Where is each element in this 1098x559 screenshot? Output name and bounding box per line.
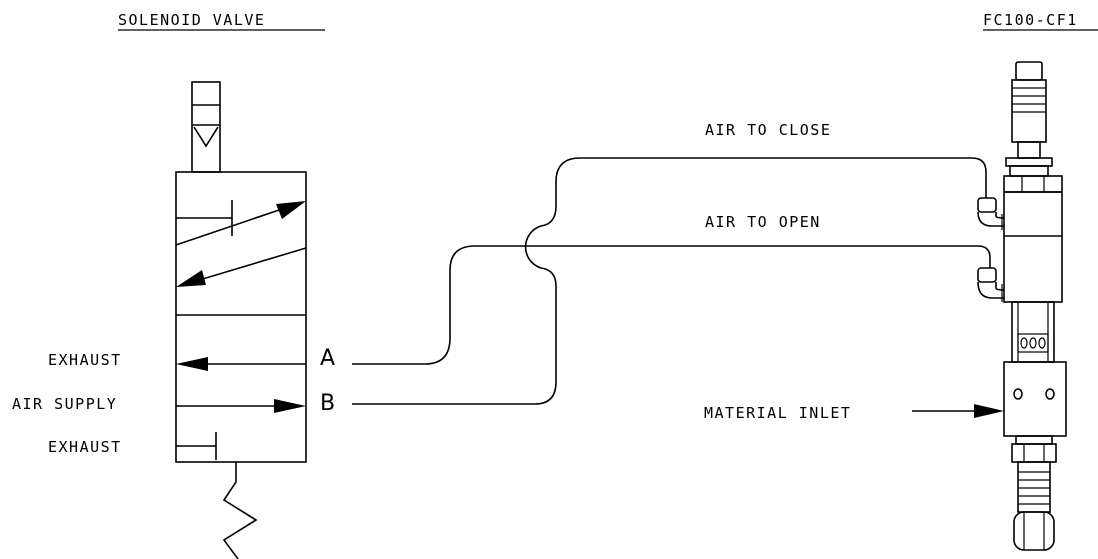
spring-icon [222, 462, 258, 559]
port-hole-icon [1045, 388, 1055, 400]
screw-icon [1029, 337, 1037, 349]
air-supply-label: AIR SUPPLY [12, 395, 117, 413]
adjustment-knob [1011, 79, 1047, 143]
solenoid-actuator [191, 81, 221, 173]
fc100-cf1-valve [977, 61, 1067, 551]
air-close-fitting-icon [977, 197, 1005, 230]
supply-arrow-icon [274, 399, 306, 413]
valve-body [175, 171, 307, 463]
air-open-fitting-icon [977, 267, 1005, 302]
outlet-hex-nut [1011, 443, 1057, 463]
solenoid-valve-symbol [175, 81, 307, 559]
port-b-label: B [320, 391, 335, 416]
air-to-open-label: AIR TO OPEN [705, 213, 821, 231]
material-inlet-arrow-icon [974, 404, 1004, 418]
air-to-close-line [352, 157, 987, 405]
material-body [1003, 361, 1067, 437]
flow-arrow-icon [276, 201, 306, 219]
air-to-open-line [352, 245, 991, 365]
solenoid-valve-title: SOLENOID VALVE [118, 11, 265, 29]
screw-icon [1020, 337, 1028, 349]
exhaust-arrow-icon [176, 357, 208, 371]
exhaust-label-bottom: EXHAUST [48, 438, 122, 456]
exhaust-label-top: EXHAUST [48, 351, 122, 369]
outlet-cap [1013, 511, 1055, 551]
screw-icon [1038, 337, 1046, 349]
port-a-label: A [320, 346, 335, 371]
solenoid-triangle-icon [193, 126, 219, 148]
cap-nut [1003, 175, 1063, 193]
air-cylinder-body [1003, 191, 1063, 303]
material-inlet-label: MATERIAL INLET [704, 404, 851, 422]
air-to-close-label: AIR TO CLOSE [705, 121, 831, 139]
fc100-cf1-title: FC100-CF1 [983, 11, 1078, 29]
flow-arrow-icon [176, 270, 206, 287]
port-hole-icon [1013, 388, 1023, 400]
